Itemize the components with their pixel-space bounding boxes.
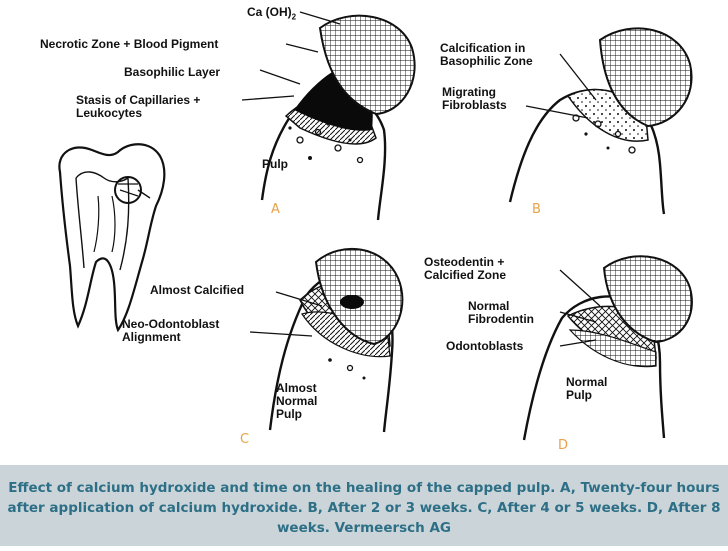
label-ca-oh2-text: Ca (OH) [247,5,292,19]
caption-bar [0,465,728,546]
label-normal-fibrodentin-line-2: Fibrodentin [468,312,534,326]
label-ca-oh2-subscript: 2 [291,12,297,22]
label-migrating-line-1: Migrating [442,85,496,99]
label-normal-pulp-line-2: Pulp [566,388,592,402]
label-calcification-line-1: Calcification in [440,41,526,55]
panel-c-diagram [249,248,404,433]
label-neo-odontoblast-line-1: Neo-Odontoblast [122,317,220,331]
label-ca-oh2: Ca (OH)2 [247,6,296,23]
panel-a-diagram [241,11,416,221]
label-almost-normal-pulp-line-1: Almost [276,381,317,395]
label-stasis-line-1: Stasis of Capillaries + [76,93,201,107]
panel-d-diagram [522,255,693,441]
label-odontoblasts: Odontoblasts [446,339,524,353]
panel-b-diagram [508,27,693,215]
panel-letter-a: A [271,202,280,217]
label-osteodentin-line-2: Calcified Zone [424,268,507,282]
label-normal-pulp-line-1: Normal [566,375,608,389]
label-almost-normal-pulp-line-3: Pulp [276,407,302,421]
label-pulp: Pulp [262,157,288,171]
label-almost-normal-pulp-line-2: Normal [276,394,318,408]
label-necrotic-zone: Necrotic Zone + Blood Pigment [40,37,219,51]
panel-letter-c: C [240,432,250,447]
figure-caption: Effect of calcium hydroxide and time on … [7,480,721,536]
label-normal-fibrodentin-line-1: Normal [468,299,510,313]
label-stasis-line-2: Leukocytes [76,106,143,120]
label-neo-odontoblast-line-2: Alignment [122,330,181,344]
panel-letter-b: B [532,202,541,217]
label-osteodentin-line-1: Osteodentin + [424,255,505,269]
label-calcification-line-2: Basophilic Zone [440,54,533,68]
panel-letter-d: D [558,438,569,453]
label-almost-calcified: Almost Calcified [150,283,245,297]
tooth-overview [58,143,166,333]
label-basophilic-layer: Basophilic Layer [124,65,221,79]
label-migrating-line-2: Fibroblasts [442,98,507,112]
